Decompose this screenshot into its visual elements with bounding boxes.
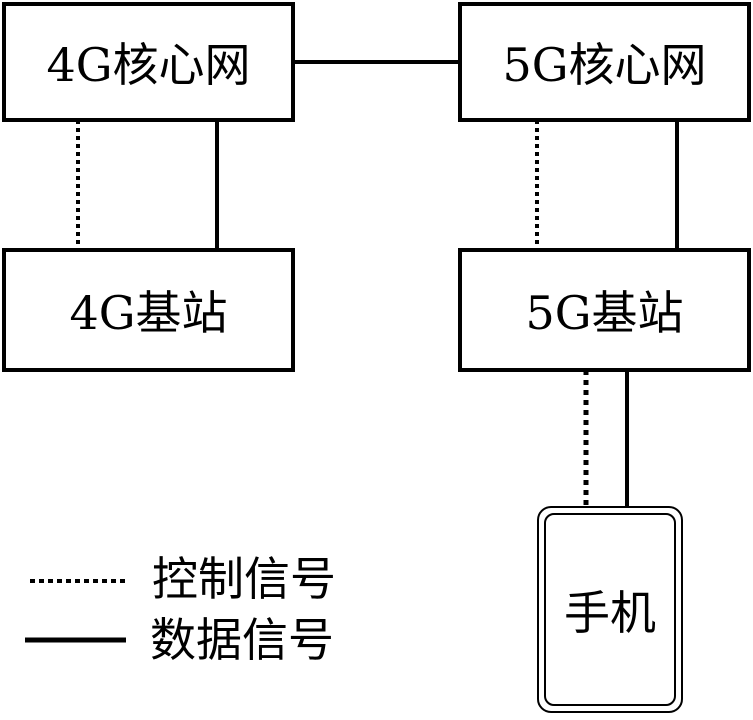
node-label: 5G核心网	[502, 38, 707, 92]
node-5g-core-network: 5G核心网	[458, 2, 751, 122]
node-5g-base-station: 5G基站	[458, 248, 751, 372]
node-label: 4G核心网	[46, 38, 251, 92]
node-label: 4G基站	[69, 286, 228, 340]
node-4g-base-station: 4G基站	[2, 248, 295, 372]
node-phone: 手机	[537, 506, 683, 713]
node-label: 5G基站	[525, 286, 684, 340]
legend-data-label: 数据信号	[150, 613, 334, 667]
phone-screen: 手机	[544, 513, 676, 706]
node-4g-core-network: 4G核心网	[2, 2, 295, 122]
node-label: 手机	[564, 585, 656, 640]
legend-control-label: 控制信号	[152, 552, 336, 606]
